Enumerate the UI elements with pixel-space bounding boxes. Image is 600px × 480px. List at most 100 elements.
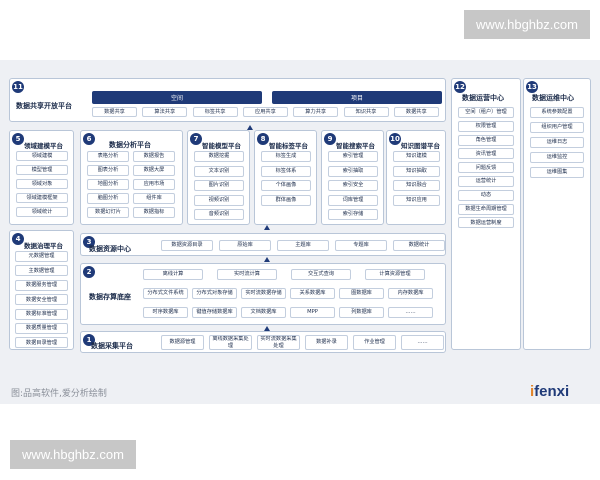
model-platform-number: 7 <box>190 133 202 145</box>
storage-platform: 2 数据存算底座 离线计算实时流计算交互式查询计算资源管理分布式文件系统分布式对… <box>80 263 446 325</box>
logo-i: i <box>530 383 535 400</box>
platform-item: 角色管理 <box>458 134 514 146</box>
platform-item: 数据生命周期管理 <box>458 203 514 215</box>
platform-item: 数据挖掘 <box>194 151 244 162</box>
platform-item: 数据大屏 <box>133 165 175 176</box>
storage-item: 内存数据库 <box>388 288 433 299</box>
platform-item: 索引安全 <box>328 180 378 191</box>
platform-item: 文本识别 <box>194 165 244 177</box>
maintenance-center-title: 数据运维中心 <box>532 94 574 102</box>
search-platform: 9 智能搜索平台 索引管理索引抽取索引安全词库管理索引存储 <box>321 130 384 225</box>
platform-item: 知识抽取 <box>393 165 440 177</box>
platform-item: 数据质量管理 <box>15 323 68 334</box>
platform-item: 知识共享 <box>343 107 389 117</box>
watermark-top: www.hbghbz.com <box>464 10 590 39</box>
domain-platform-number: 5 <box>12 133 24 145</box>
platform-item: 应用共享 <box>242 107 288 117</box>
domain-platform: 5 领域建模平台 领域建模模型管理领域对象领域建模框架领域统计 <box>9 130 74 225</box>
graph-platform: 10 知识图谱平台 知识建模知识抽取知识融合知识应用 <box>386 130 446 225</box>
platform-item: 应用市场 <box>133 179 175 190</box>
watermark-bottom: www.hbghbz.com <box>10 440 136 469</box>
platform-item: 主题库 <box>277 240 329 251</box>
source-caption: 图:品高软件,爱分析绘制 <box>11 389 107 399</box>
storage-item: 计算资源管理 <box>365 269 425 280</box>
logo-text: fenxi <box>534 383 570 400</box>
platform-item: 标签生成 <box>261 151 311 162</box>
platform-item: 索引存储 <box>328 209 378 220</box>
platform-item: 标签体系 <box>261 165 311 177</box>
platform-item: 组件库 <box>133 193 175 204</box>
platform-item: 图表分析 <box>87 165 129 176</box>
platform-item: 算力共享 <box>293 107 339 117</box>
platform-item: 数据统计 <box>393 240 445 251</box>
storage-item: 时序数据库 <box>143 307 188 318</box>
collect-platform: 1 数据采集平台 数据源管理离线数据采集处理实时流数据采集处理数据补录作业管理…… <box>80 331 446 353</box>
domain-platform-title: 领域建模平台 <box>24 142 63 150</box>
platform-item: 运营统计 <box>458 176 514 187</box>
storage-item: 关系数据库 <box>290 288 335 299</box>
storage-platform-number: 2 <box>83 266 95 278</box>
platform-item: 领域对象 <box>16 179 68 189</box>
platform-item: 领域建模 <box>16 151 68 161</box>
governance-platform: 4 数据治理平台 元数据管理主数据管理数据服务管理数据安全管理数据标准管理数据质… <box>9 230 74 350</box>
share-platform-number: 11 <box>12 81 24 93</box>
platform-item: 运维日志 <box>530 137 584 148</box>
platform-item: 数据目录管理 <box>15 337 68 349</box>
storage-item: 键值存储数据库 <box>192 307 237 318</box>
platform-item: 群体画像 <box>261 194 311 206</box>
search-platform-title: 智能搜索平台 <box>336 142 375 150</box>
platform-item: 数据安全管理 <box>15 294 68 306</box>
model-platform-title: 智能模型平台 <box>202 142 241 150</box>
platform-item: 数据源管理 <box>161 335 204 350</box>
platform-item: 知识建模 <box>393 151 440 162</box>
platform-item: 脑图分析 <box>87 193 129 204</box>
search-platform-number: 9 <box>324 133 336 145</box>
platform-item: 数据补录 <box>305 335 348 350</box>
analysis-platform-title: 数据分析平台 <box>109 141 151 149</box>
resource-center-title: 数据资源中心 <box>89 245 131 253</box>
platform-item: 地图分析 <box>87 179 129 190</box>
tag-platform-number: 8 <box>257 133 269 145</box>
storage-item: 列数据库 <box>339 307 384 318</box>
storage-item: 分布式文件系统 <box>143 288 188 299</box>
platform-item: 词库管理 <box>328 194 378 206</box>
storage-platform-title: 数据存算底座 <box>89 293 131 301</box>
platform-item: 元数据管理 <box>15 251 68 262</box>
platform-item: 领域统计 <box>16 207 68 217</box>
platform-item: 资讯管理 <box>458 148 514 160</box>
governance-platform-number: 4 <box>12 233 24 245</box>
model-platform: 7 智能模型平台 数据挖掘文本识别图片识别视频识别音频识别 <box>187 130 250 225</box>
platform-item: 模型管理 <box>16 165 68 175</box>
architecture-diagram: 11 数据共享开放平台 空间 项目 数据共享算法共享标签共享应用共享算力共享知识… <box>0 60 600 404</box>
storage-item: 分布式对象存储 <box>192 288 237 299</box>
platform-item: 主数据管理 <box>15 265 68 277</box>
platform-item: 离线数据采集处理 <box>209 335 252 350</box>
operation-center: 12 数据运营中心 空间（租户）管理权限管理角色管理资讯管理问题反馈运营统计动态… <box>451 78 521 350</box>
platform-item: …… <box>401 335 444 350</box>
platform-item: 系统参数配置 <box>530 107 584 118</box>
tag-platform: 8 智能标签平台 标签生成标签体系个体画像群体画像 <box>254 130 317 225</box>
storage-item: 文档数据库 <box>241 307 286 318</box>
governance-platform-title: 数据治理平台 <box>24 242 63 250</box>
platform-item: 原始库 <box>219 240 271 251</box>
platform-item: 索引管理 <box>328 151 378 162</box>
share-platform-title: 数据共享开放平台 <box>16 102 72 110</box>
platform-item: 图片识别 <box>194 180 244 191</box>
platform-item: 算法共享 <box>142 107 188 117</box>
up-arrow-icon <box>264 225 270 230</box>
storage-item: …… <box>388 307 433 318</box>
collect-platform-title: 数据采集平台 <box>91 342 133 350</box>
resource-center: 3 数据资源中心 数据资源目录原始库主题库专题库数据统计 <box>80 233 446 256</box>
operation-center-title: 数据运营中心 <box>462 94 504 102</box>
platform-item: 视频识别 <box>194 194 244 206</box>
platform-item: 数据标准管理 <box>15 308 68 320</box>
up-arrow-icon <box>264 257 270 262</box>
platform-item: 运维监控 <box>530 152 584 163</box>
collect-platform-number: 1 <box>83 334 95 346</box>
platform-item: 实时流数据采集处理 <box>257 335 300 350</box>
platform-item: 领域建模框架 <box>16 193 68 203</box>
storage-item: 实时流计算 <box>217 269 277 280</box>
analysis-platform: 6 数据分析平台 表格分析数据报告图表分析数据大屏地图分析应用市场脑图分析组件库… <box>80 130 183 225</box>
storage-item: 图数据库 <box>339 288 384 299</box>
platform-item: 空间（租户）管理 <box>458 107 514 118</box>
